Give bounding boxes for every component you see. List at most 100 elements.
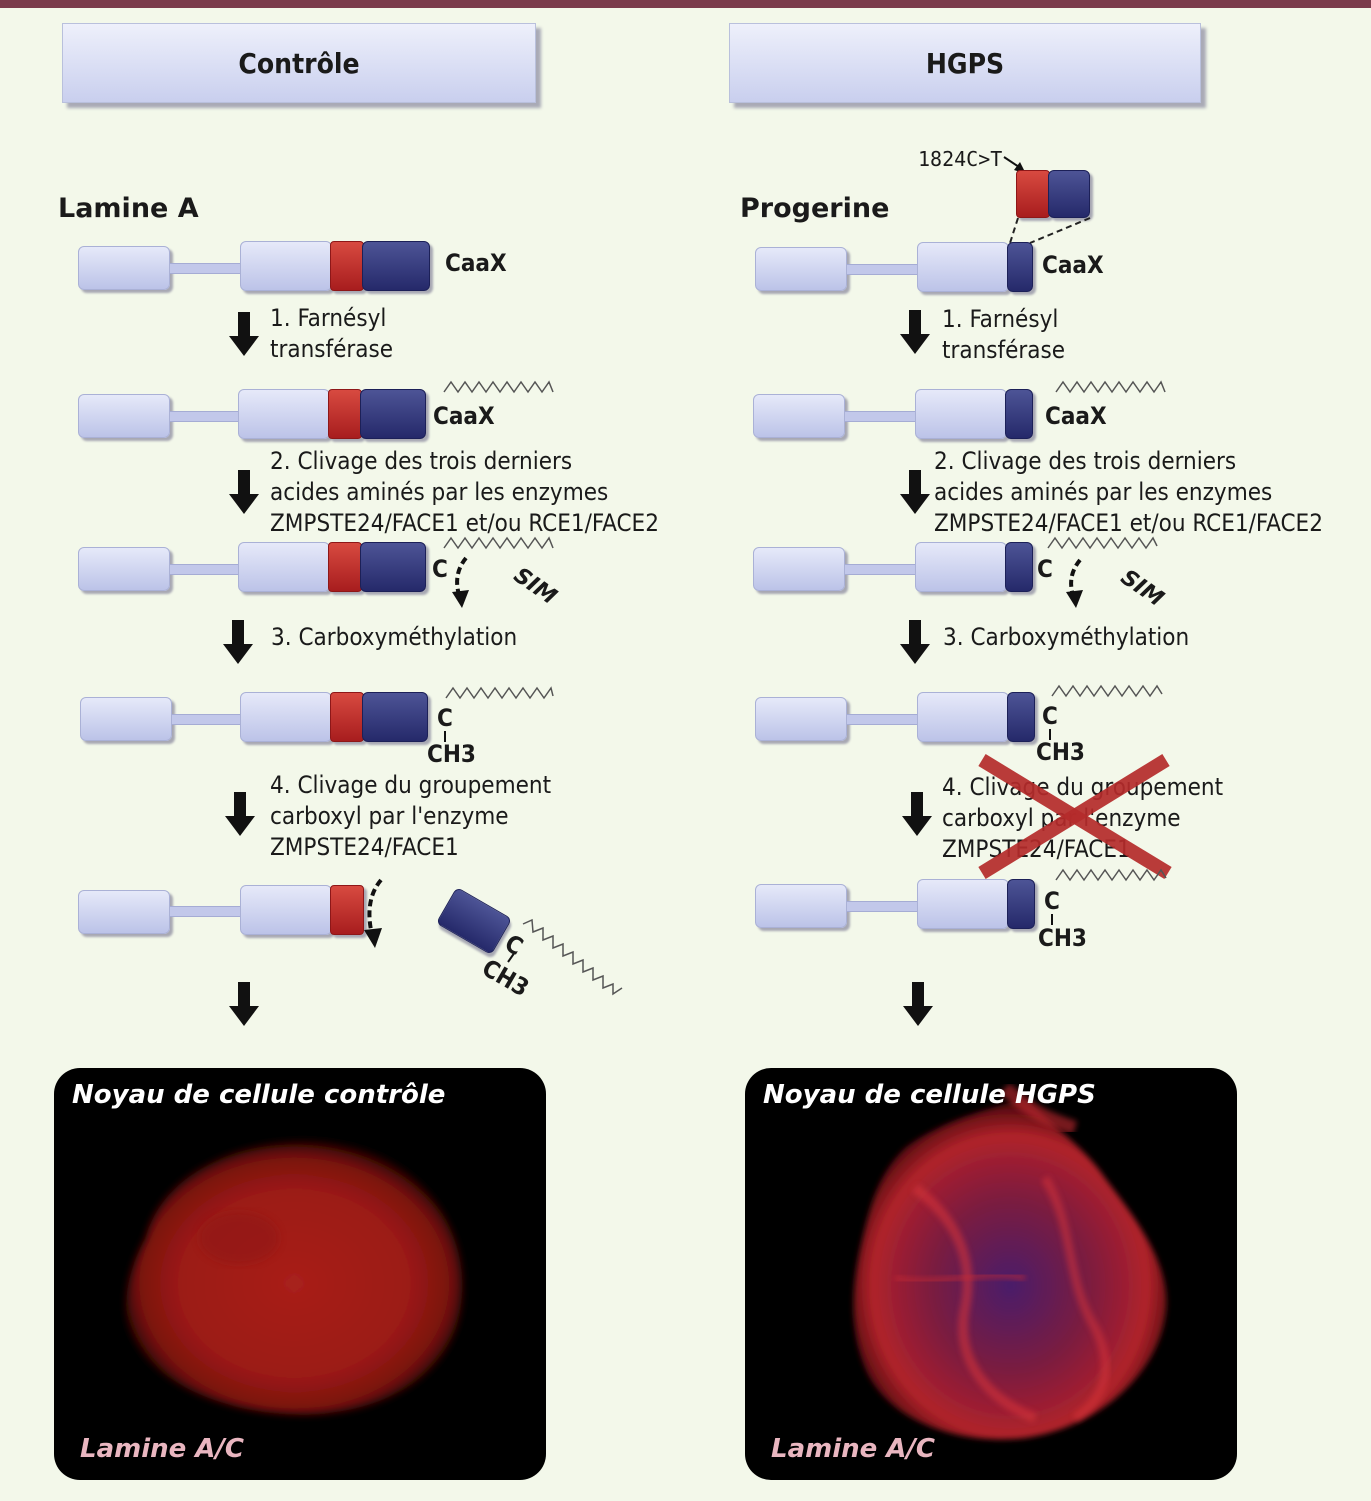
control-header: Contrôle bbox=[62, 23, 536, 103]
rod-domain bbox=[753, 394, 845, 438]
cysteine-label: C bbox=[1037, 555, 1053, 583]
caax-motif-label: CaaX bbox=[1042, 251, 1104, 279]
truncated-c-terminal-segment bbox=[1005, 542, 1033, 592]
exon-11-segment bbox=[328, 542, 362, 592]
farnesyl-chain-icon bbox=[443, 536, 554, 550]
tail-domain bbox=[238, 542, 330, 592]
deleted-c-terminal-segment bbox=[1048, 170, 1090, 218]
hgps-header-label: HGPS bbox=[925, 46, 1005, 80]
step-4-line-1: 4. Clivage du groupement bbox=[270, 771, 552, 799]
step-4-line-2: carboxyl par l'enzyme bbox=[270, 802, 509, 830]
control-header-label: Contrôle bbox=[238, 46, 360, 80]
rod-domain bbox=[755, 884, 847, 928]
down-arrow-icon bbox=[900, 470, 930, 514]
cysteine-label: C bbox=[500, 928, 528, 962]
farnesyl-chain-icon bbox=[1047, 536, 1158, 550]
mutation-label: 1824C>T bbox=[918, 147, 1003, 171]
tail-domain bbox=[917, 692, 1009, 742]
linker bbox=[170, 263, 240, 274]
farnesyl-chain-icon bbox=[507, 918, 623, 996]
c-terminal-segment bbox=[362, 241, 430, 291]
farnesyl-chain-icon bbox=[1055, 868, 1167, 882]
down-arrow-icon bbox=[229, 982, 259, 1026]
down-arrow-icon bbox=[225, 792, 255, 836]
down-arrow-icon bbox=[223, 620, 253, 664]
caax-motif-label: CaaX bbox=[445, 249, 507, 277]
down-arrow-icon bbox=[900, 310, 930, 354]
cysteine-label: C bbox=[1042, 702, 1058, 730]
step-2-text: 2. Clivage des trois derniers acides ami… bbox=[934, 446, 1323, 539]
step-1-line-1: 1. Farnésyl bbox=[270, 304, 387, 332]
hgps-nucleus-image: Noyau de cellule HGPS Lamine A/C bbox=[745, 1068, 1237, 1480]
methyl-label: CH3 bbox=[1038, 924, 1087, 952]
hgps-header: HGPS bbox=[729, 23, 1201, 103]
step-4-text: 4. Clivage du groupement carboxyl par l'… bbox=[270, 770, 551, 863]
tail-domain bbox=[240, 241, 332, 291]
down-arrow-icon bbox=[229, 470, 259, 514]
linker bbox=[170, 906, 240, 917]
methyl-label: CH3 bbox=[1036, 738, 1085, 766]
down-arrow-icon bbox=[903, 982, 933, 1026]
cysteine-label: C bbox=[437, 704, 453, 732]
linker bbox=[847, 714, 917, 725]
farnesyl-chain-icon bbox=[443, 380, 554, 394]
control-panel-title: Noyau de cellule contrôle bbox=[72, 1080, 446, 1110]
cysteine-label: C bbox=[432, 555, 448, 583]
deleted-exon-segment bbox=[1016, 170, 1050, 218]
step-2-line-1: 2. Clivage des trois derniers bbox=[270, 447, 573, 475]
linker bbox=[847, 901, 917, 912]
progerin-title: Progerine bbox=[740, 193, 890, 224]
truncated-c-terminal-segment bbox=[1007, 242, 1033, 292]
methyl-label: CH3 bbox=[427, 740, 476, 768]
linker bbox=[172, 714, 240, 725]
step-4-line-1: 4. Clivage du groupement bbox=[942, 773, 1224, 801]
curved-arrow-icon bbox=[364, 878, 383, 948]
step-2-line-2: acides aminés par les enzymes bbox=[270, 478, 609, 506]
caax-motif-label: CaaX bbox=[1045, 402, 1107, 430]
step-1-text: 1. Farnésyl transférase bbox=[270, 303, 393, 365]
rod-domain bbox=[753, 547, 845, 591]
down-arrow-icon bbox=[902, 792, 932, 836]
hgps-panel-title: Noyau de cellule HGPS bbox=[763, 1080, 1096, 1110]
rod-domain bbox=[78, 890, 170, 934]
tail-domain bbox=[917, 242, 1009, 292]
farnesyl-chain-icon bbox=[1055, 380, 1166, 394]
farnesyl-chain-icon bbox=[1051, 684, 1163, 698]
released-c-terminal-fragment bbox=[435, 886, 513, 956]
control-nucleus-micrograph bbox=[125, 1141, 463, 1415]
lamin-a-title: Lamine A bbox=[58, 193, 199, 224]
exon-11-segment bbox=[330, 241, 364, 291]
block-cross-icon bbox=[978, 754, 1172, 879]
c-terminal-segment bbox=[360, 542, 426, 592]
deletion-dashed-lines bbox=[1009, 217, 1091, 244]
step-4-line-3: ZMPSTE24/FACE1 bbox=[270, 833, 459, 861]
tail-domain bbox=[915, 389, 1007, 439]
caax-motif-label: CaaX bbox=[433, 402, 495, 430]
rod-domain bbox=[755, 247, 847, 291]
rod-domain bbox=[78, 394, 170, 438]
farnesyl-chain-icon bbox=[445, 686, 554, 700]
hgps-stain-label: Lamine A/C bbox=[771, 1434, 936, 1464]
curved-arrow-icon bbox=[1066, 558, 1083, 608]
linker bbox=[847, 264, 917, 275]
step-1-line-2: transférase bbox=[942, 336, 1066, 364]
step-3-text: 3. Carboxyméthylation bbox=[943, 623, 1190, 651]
methyl-bond-icon bbox=[1049, 729, 1051, 740]
linker bbox=[845, 564, 915, 575]
tail-domain bbox=[240, 692, 332, 742]
exon-11-segment bbox=[328, 389, 362, 439]
c-terminal-segment bbox=[362, 692, 428, 742]
step-1-text: 1. Farnésyl transférase bbox=[942, 304, 1065, 366]
exon-11-segment bbox=[330, 885, 364, 935]
step-1-line-2: transférase bbox=[270, 335, 394, 363]
step-1-line-1: 1. Farnésyl bbox=[942, 305, 1059, 333]
curved-arrow-icon bbox=[452, 556, 469, 608]
c-terminal-segment bbox=[360, 389, 426, 439]
sim-label: SIM bbox=[508, 563, 561, 610]
rod-domain bbox=[80, 697, 172, 741]
step-4-line-3: ZMPSTE24/FACE1 bbox=[942, 835, 1131, 863]
truncated-c-terminal-segment bbox=[1007, 879, 1035, 929]
rod-domain bbox=[755, 697, 847, 741]
step-3-text: 3. Carboxyméthylation bbox=[271, 623, 518, 651]
step-2-text: 2. Clivage des trois derniers acides ami… bbox=[270, 446, 659, 539]
